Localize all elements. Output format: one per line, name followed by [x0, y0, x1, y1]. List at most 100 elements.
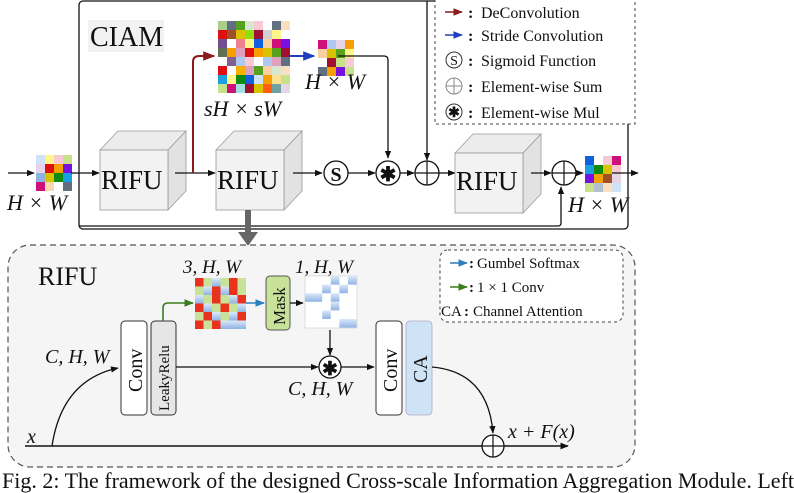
channel-attention-block[interactable]: CA	[405, 320, 433, 416]
grid-cell	[237, 286, 246, 295]
svg-text:S: S	[450, 54, 458, 69]
output-feature-map	[585, 156, 621, 192]
grid-cell	[195, 295, 204, 304]
grid-cell	[63, 155, 72, 164]
grid-cell	[236, 57, 245, 66]
grid-cell	[237, 320, 246, 329]
svg-text::: :	[468, 28, 473, 45]
mask-block[interactable]: Mask	[265, 275, 291, 331]
figure-caption: Fig. 2: The framework of the designed Cr…	[2, 468, 794, 493]
grid-cell	[345, 40, 354, 49]
grid-cell	[236, 30, 245, 39]
grid-cell	[594, 183, 603, 192]
grid-cell	[236, 48, 245, 57]
grid-cell	[263, 84, 272, 93]
svg-text::: :	[468, 53, 473, 70]
svg-text::: :	[469, 256, 474, 272]
grid-cell	[318, 67, 327, 76]
grid-cell	[227, 84, 236, 93]
rifu-detail: RIFU x C, H, W Conv LeakyRelu 3, H, W Ma…	[7, 244, 636, 468]
gumbel-shape-label: 3, H, W	[182, 257, 243, 278]
ciam-module: CIAM H × W RIFU sH × sW H × W RIFU	[6, 0, 639, 230]
grid-cell	[305, 293, 314, 302]
legend-sigmoid-label: Sigmoid Function	[481, 53, 596, 70]
rifu-block-1[interactable]: RIFU	[99, 129, 187, 212]
grid-cell	[272, 39, 281, 48]
grid-cell	[318, 49, 327, 58]
grid-cell	[263, 39, 272, 48]
grid-cell	[272, 57, 281, 66]
grid-cell	[203, 295, 212, 304]
grid-cell	[245, 75, 254, 84]
input-feature-map	[36, 155, 72, 191]
conv2-block[interactable]: Conv	[375, 320, 403, 416]
grid-cell	[339, 319, 348, 328]
grid-cell	[263, 75, 272, 84]
grid-cell	[220, 278, 229, 287]
final-sum-node	[551, 160, 577, 186]
expand-arrow-icon	[238, 210, 258, 246]
grid-cell	[585, 165, 594, 174]
leakyrelu-label: LeakyRelu	[157, 345, 173, 411]
grid-cell	[220, 320, 229, 329]
grid-cell	[322, 310, 331, 319]
conv-block[interactable]: Conv	[120, 320, 148, 416]
conv-label: Conv	[125, 349, 147, 392]
sigmoid-node: S	[323, 160, 349, 186]
rifu-mul-node: ✱	[318, 355, 342, 380]
rifu-title: RIFU	[38, 262, 97, 291]
grid-cell	[330, 276, 340, 285]
grid-cell	[313, 293, 323, 302]
grid-cell	[330, 293, 340, 302]
grid-cell	[594, 174, 603, 183]
grid-cell	[227, 48, 236, 57]
output-size-label: H × W	[567, 192, 630, 217]
grid-cell	[237, 303, 246, 312]
ca-label: CA	[410, 355, 432, 383]
leakyrelu-block[interactable]: LeakyRelu	[150, 320, 177, 416]
grid-cell	[254, 84, 263, 93]
legend-ca-label: Channel Attention	[473, 304, 583, 320]
legend-deconv-label: DeConvolution	[481, 5, 580, 22]
grid-cell	[281, 21, 290, 30]
grid-cell	[318, 58, 327, 67]
grid-cell	[254, 57, 263, 66]
grid-cell	[594, 165, 603, 174]
grid-cell	[318, 40, 327, 49]
grid-cell	[218, 21, 227, 30]
conv2-label: Conv	[380, 349, 402, 392]
sigmoid-symbol: S	[330, 164, 341, 186]
svg-text::: :	[469, 280, 474, 296]
rifu-mul-symbol: ✱	[322, 359, 338, 380]
rifu-sum-node	[481, 434, 505, 458]
grid-cell	[263, 57, 272, 66]
grid-cell	[254, 48, 263, 57]
grid-cell	[327, 58, 336, 67]
grid-cell	[212, 278, 221, 287]
legend-sigmoid-icon: S	[445, 51, 463, 69]
grid-cell	[272, 66, 281, 75]
diagram-canvas: CIAM H × W RIFU sH × sW H × W RIFU	[6, 0, 639, 468]
grid-cell	[212, 303, 221, 312]
grid-cell	[612, 174, 621, 183]
grid-cell	[585, 174, 594, 183]
grid-cell	[281, 75, 290, 84]
elementwise-mul-node: ✱	[375, 160, 401, 186]
grid-cell	[236, 21, 245, 30]
grid-cell	[336, 40, 345, 49]
rifu-block-2[interactable]: RIFU	[215, 129, 303, 212]
grid-cell	[603, 165, 612, 174]
grid-cell	[245, 30, 254, 39]
rifu-block-3-label: RIFU	[456, 166, 518, 196]
grid-cell	[281, 30, 290, 39]
legend-top: S ✱ : : : : : DeConvolution Stride Convo…	[434, 0, 636, 125]
svg-text::: :	[468, 5, 473, 22]
grid-cell	[327, 40, 336, 49]
rifu-block-3[interactable]: RIFU	[454, 132, 542, 215]
upsampled-feature-map	[218, 21, 290, 93]
grid-cell	[203, 303, 212, 312]
rifu-block-2-label: RIFU	[217, 165, 279, 195]
grid-cell	[218, 75, 227, 84]
grid-cell	[227, 39, 236, 48]
grid-cell	[195, 286, 204, 295]
